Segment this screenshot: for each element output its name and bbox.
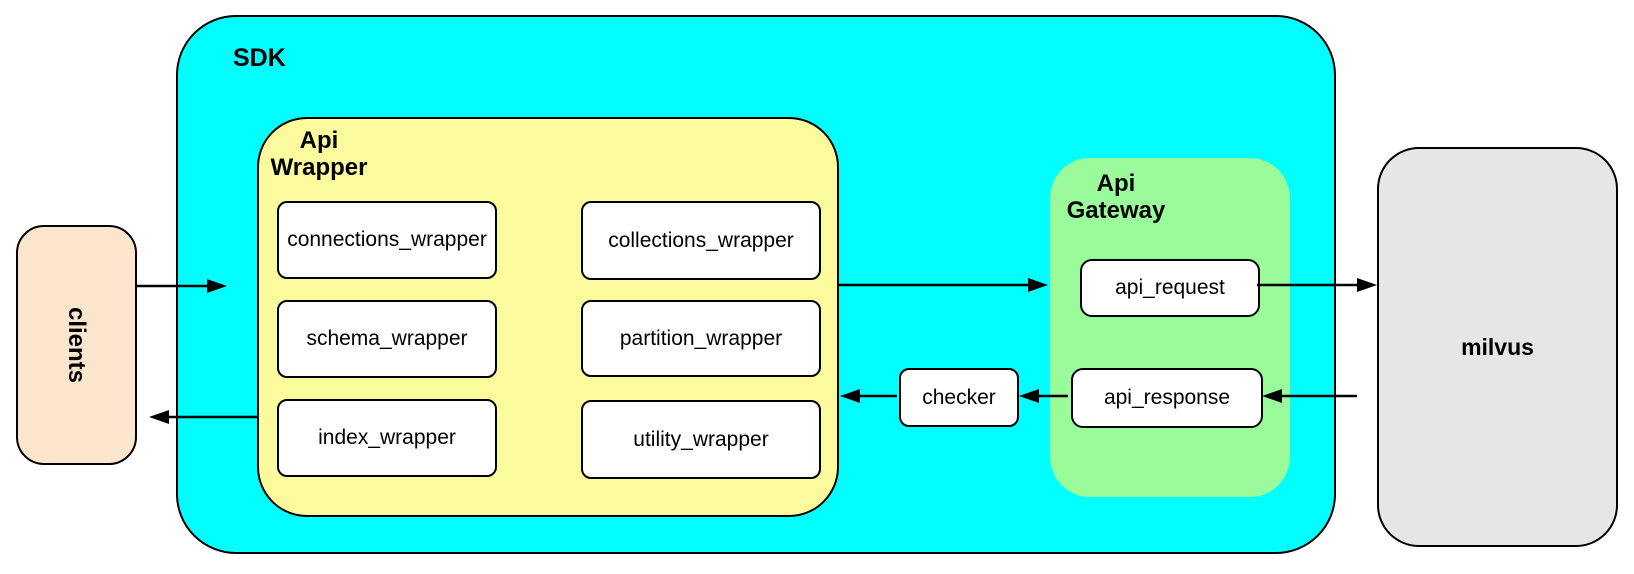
collections-wrapper-node: collections_wrapper xyxy=(581,201,821,280)
api-wrapper-container: Api Wrapper connections_wrapper collecti… xyxy=(257,117,839,517)
partition-wrapper-node: partition_wrapper xyxy=(581,300,821,377)
milvus-node: milvus xyxy=(1377,147,1618,547)
api-response-node: api_response xyxy=(1071,368,1263,428)
api-gateway-label-line2: Gateway xyxy=(1066,197,1166,224)
api-wrapper-label: Api Wrapper xyxy=(261,127,377,181)
checker-node: checker xyxy=(899,368,1019,427)
sdk-label: SDK xyxy=(233,44,286,72)
api-gateway-container: Api Gateway api_request api_response xyxy=(1050,158,1290,497)
api-gateway-label: Api Gateway xyxy=(1060,170,1172,224)
clients-label: clients xyxy=(63,306,91,384)
index-wrapper-node: index_wrapper xyxy=(277,399,497,477)
schema-wrapper-node: schema_wrapper xyxy=(277,300,497,378)
api-wrapper-label-line1: Api xyxy=(299,127,339,154)
clients-node: clients xyxy=(16,225,137,465)
api-wrapper-label-line2: Wrapper xyxy=(270,154,368,181)
utility-wrapper-node: utility_wrapper xyxy=(581,400,821,479)
api-gateway-label-line1: Api xyxy=(1096,170,1136,197)
sdk-container: SDK Api Wrapper connections_wrapper coll… xyxy=(176,15,1336,554)
connections-wrapper-node: connections_wrapper xyxy=(277,201,497,279)
api-request-node: api_request xyxy=(1080,259,1260,317)
